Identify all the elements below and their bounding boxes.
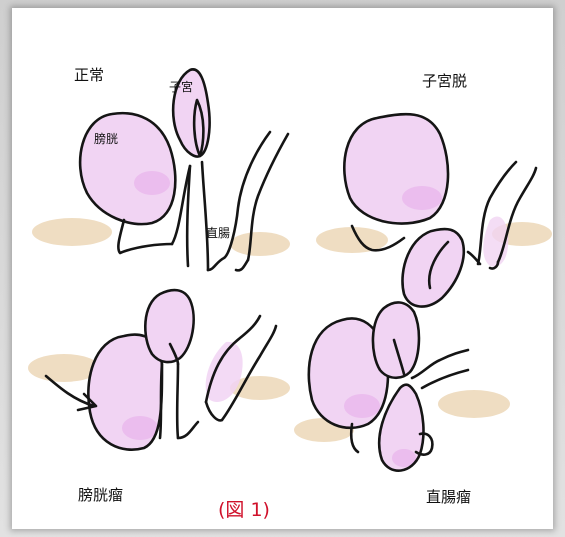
panel-title-cystocele: 膀胱瘤 bbox=[78, 484, 123, 505]
label-rectum: 直腸 bbox=[206, 224, 230, 241]
panel-title-rectocele: 直腸瘤 bbox=[426, 486, 471, 507]
panel-title-normal: 正常 bbox=[74, 64, 104, 85]
label-uterus: 子宮 bbox=[169, 78, 193, 95]
panel-uterine-prolapse-drawing bbox=[316, 114, 552, 306]
figure-caption: (図 1) bbox=[218, 495, 270, 522]
panel-title-uterine-prolapse: 子宮脱 bbox=[422, 70, 467, 91]
label-bladder: 膀胱 bbox=[94, 130, 118, 147]
panel-normal-drawing bbox=[32, 69, 290, 270]
panel-cystocele-drawing bbox=[28, 290, 290, 450]
panel-rectocele-drawing bbox=[294, 302, 510, 470]
diagram-card: 正常 子宮 膀胱 直腸 子宮脱 膀胱瘤 直腸瘤 (図 1) bbox=[12, 8, 553, 529]
prolapse-diagram bbox=[12, 8, 553, 529]
